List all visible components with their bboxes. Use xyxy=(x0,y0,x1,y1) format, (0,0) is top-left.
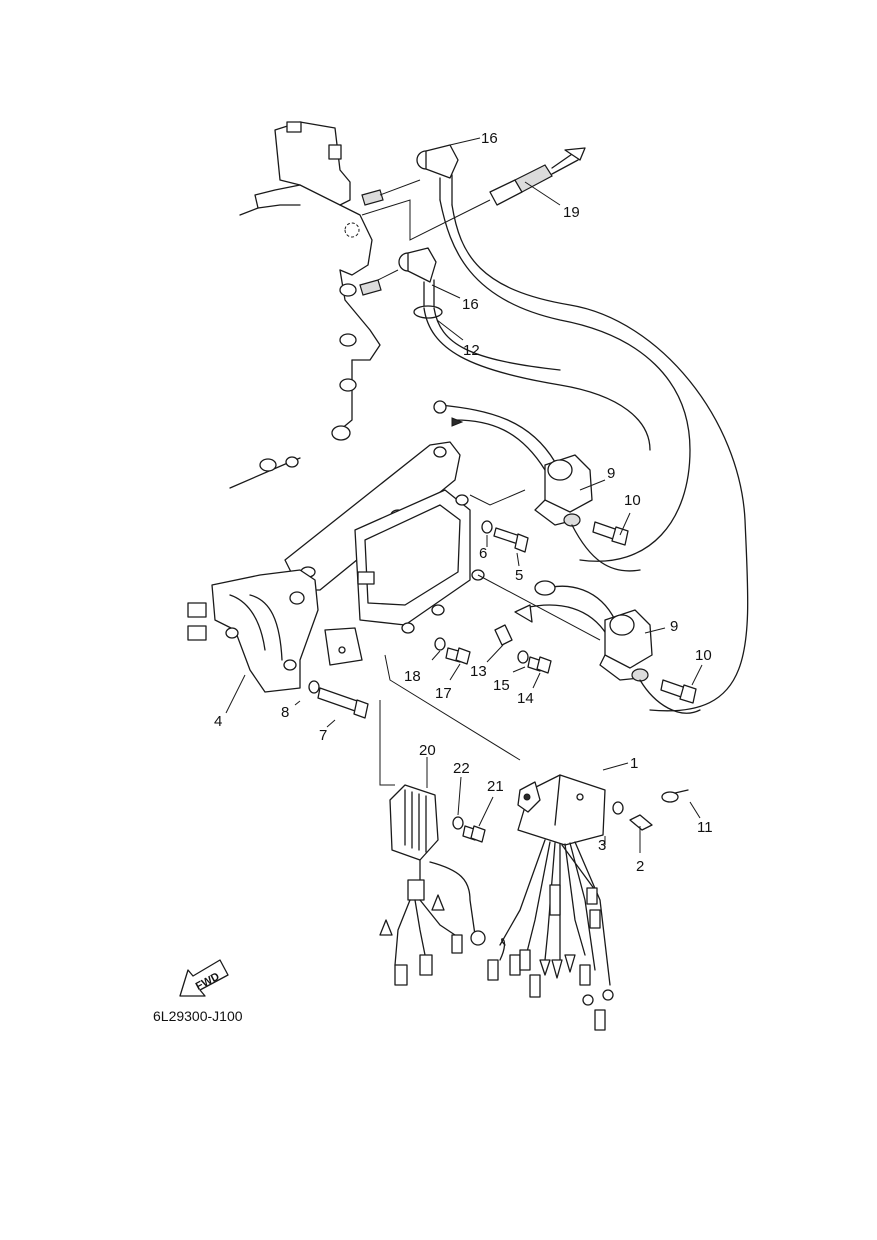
callout-4: 4 xyxy=(214,713,222,730)
clip-11 xyxy=(661,789,689,803)
callout-10-upper: 10 xyxy=(624,492,641,509)
callout-12: 12 xyxy=(463,342,480,359)
callout-20: 20 xyxy=(419,742,436,759)
ignition-coil-upper xyxy=(433,400,641,572)
callout-9-upper: 9 xyxy=(607,465,615,482)
callout-19: 19 xyxy=(563,204,580,221)
grommet-12 xyxy=(413,305,443,319)
callout-1: 1 xyxy=(630,755,638,772)
callout-15: 15 xyxy=(493,677,510,694)
washer-8 xyxy=(308,680,320,694)
callout-6: 6 xyxy=(479,545,487,562)
callout-labels: 1 2 3 4 5 6 7 8 9 9 10 10 11 12 13 14 15… xyxy=(194,130,713,993)
washer-6 xyxy=(481,520,493,534)
engine-block xyxy=(229,121,384,489)
callout-16-lower: 16 xyxy=(462,296,479,313)
spark-plug-cap-lower xyxy=(398,247,437,309)
bolt-21 xyxy=(462,825,486,843)
washer-15 xyxy=(517,650,529,664)
bolt-2 xyxy=(629,814,653,831)
callout-22: 22 xyxy=(453,760,470,777)
washer-3 xyxy=(612,801,624,815)
cdi-unit-1 xyxy=(487,774,614,1031)
rectifier-20 xyxy=(379,784,486,986)
bolt-14 xyxy=(527,656,552,674)
callout-7: 7 xyxy=(319,727,327,744)
callout-10-lower: 10 xyxy=(695,647,712,664)
callout-13: 13 xyxy=(470,663,487,680)
spark-plug-cap-upper xyxy=(416,144,459,206)
bolt-5 xyxy=(493,527,529,553)
bolt-7 xyxy=(317,687,369,719)
ignition-coil-lower xyxy=(514,580,701,714)
callout-17: 17 xyxy=(435,685,452,702)
diagram-code: 6L29300-J100 xyxy=(153,1008,243,1024)
fwd-arrow-icon xyxy=(179,959,229,997)
callout-14: 14 xyxy=(517,690,534,707)
callout-16-upper: 16 xyxy=(481,130,498,147)
callout-leaders xyxy=(225,137,703,853)
bracket-4 xyxy=(187,569,363,693)
bolt-17 xyxy=(445,647,471,665)
clamp-13 xyxy=(494,624,513,646)
callout-3: 3 xyxy=(598,837,606,854)
callout-2: 2 xyxy=(636,858,644,875)
callout-11: 11 xyxy=(697,819,713,836)
callout-9-lower: 9 xyxy=(670,618,678,635)
washer-18 xyxy=(434,637,446,651)
callout-18: 18 xyxy=(404,668,421,685)
callout-5: 5 xyxy=(515,567,523,584)
callout-21: 21 xyxy=(487,778,504,795)
washer-22 xyxy=(452,816,464,830)
plug-connector-19 xyxy=(489,147,586,206)
callout-8: 8 xyxy=(281,704,289,721)
